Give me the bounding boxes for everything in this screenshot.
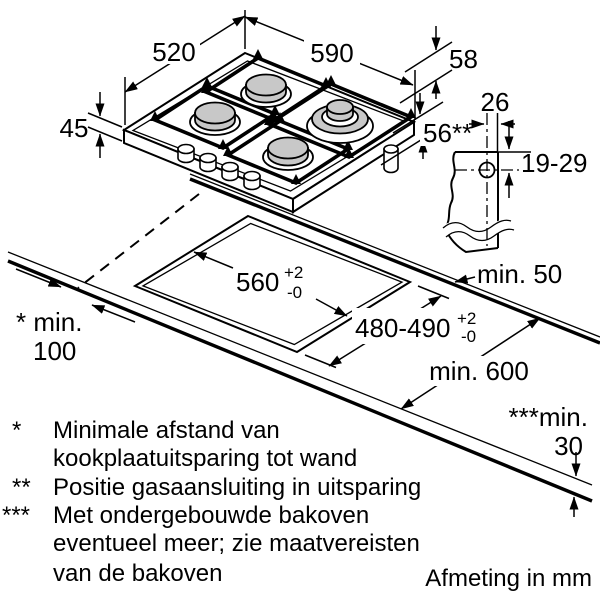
dim-min100-arrow-right (91, 304, 136, 323)
wok-burner-right (306, 99, 374, 144)
dim-480-tol-plus: +2 (457, 309, 476, 328)
cutout-opening (132, 214, 413, 354)
break-wave-bottom (445, 228, 515, 242)
wall-dashed-line (77, 193, 200, 289)
dim-480-ext-bottom (304, 354, 337, 369)
dim-560-tol-minus: -0 (287, 283, 302, 302)
break-wave-top (442, 219, 512, 233)
break-gap (440, 218, 514, 241)
footnote-line: Minimale afstand van (53, 417, 280, 444)
control-knobs (177, 143, 261, 191)
dim-min600-label: min. 600 (429, 356, 529, 386)
footnote-marker: * (12, 417, 21, 444)
footnote-marker: ** (12, 474, 31, 501)
footnote-line: kookplaatuitsparing tot wand (53, 445, 357, 472)
worktop-rear-edge-top (189, 173, 600, 338)
cutout-outer-edge (132, 214, 413, 354)
label-backdrop (421, 356, 539, 386)
dim-560-tol-plus: +2 (284, 263, 303, 282)
label-backdrop (304, 36, 360, 66)
dim-min50-label: min. 50 (477, 259, 562, 289)
gas-position-marker: ** (452, 118, 472, 148)
label-backdrop (146, 34, 200, 64)
dim-560-label: 560 (236, 267, 279, 297)
hob-right-face (292, 120, 415, 214)
footnote-line: Met ondergebouwde bakoven (53, 502, 369, 529)
hob-isometric (121, 49, 417, 214)
label-backdrop (352, 308, 492, 344)
dim-590-label: 590 (310, 38, 353, 68)
dim-26-label: 26 (481, 87, 510, 117)
dim-480-label: 480-490 (355, 313, 450, 343)
units-label: Afmeting in mm (425, 565, 592, 592)
cutout-inner-edge (141, 222, 404, 346)
footnote-line: van de bakoven (53, 560, 222, 587)
dim-min100-label-1: * min. (16, 307, 82, 337)
dim-58-line-top (404, 41, 453, 73)
footnote-marker: *** (2, 502, 30, 529)
burner-front-left (189, 101, 241, 136)
control-knob (221, 161, 239, 182)
dim-58-label: 58 (449, 44, 478, 74)
dim-56-label: 56 (423, 118, 452, 148)
dim-480-tol-minus: -0 (461, 327, 476, 346)
dimension-labels: 520 590 45 58 56 26 ** 19-29 560 +2 -0 4… (16, 37, 588, 461)
dim-45-ext-bottom (87, 126, 123, 142)
dim-45-label: 45 (60, 113, 89, 143)
dim-min30-label-1: ***min. (509, 402, 588, 432)
control-knob (199, 152, 217, 173)
footnotes: * Minimale afstand van kookplaatuitspari… (2, 417, 592, 592)
dim-56-line-top (392, 101, 444, 134)
dim-58-line-bottom (399, 69, 453, 104)
gas-connection-detail (440, 113, 531, 254)
dim-560-leader-right (315, 298, 348, 317)
burner-front-center (262, 136, 314, 171)
control-knob (177, 143, 195, 164)
worktop (7, 173, 600, 503)
gas-connection-stub (383, 144, 399, 174)
dim-min50-leader (454, 274, 476, 284)
footnote-line: Positie gasaansluiting in uitsparing (53, 474, 421, 501)
dim-560-leader-left (193, 251, 234, 269)
dim-min30-label-2: 30 (554, 431, 583, 461)
detail-cut-edge (444, 151, 499, 254)
dim-1929-label: 19-29 (521, 148, 588, 178)
footnote-line: eventueel meer; zie maatvereisten (53, 530, 420, 557)
burner-rear-left (240, 73, 292, 108)
burners (189, 73, 374, 171)
dim-min100-arrow-left (15, 268, 62, 288)
dim-45-ext-top (87, 112, 123, 128)
worktop-front-edge-top (7, 251, 593, 486)
dim-min100-label-2: 100 (33, 336, 76, 366)
dim-480-ext-top (417, 285, 450, 300)
dim-520-label: 520 (152, 37, 195, 67)
control-knob (243, 170, 261, 191)
label-backdrop (420, 120, 453, 146)
worktop-front-edge (7, 259, 593, 503)
worktop-rear-edge (189, 177, 600, 345)
